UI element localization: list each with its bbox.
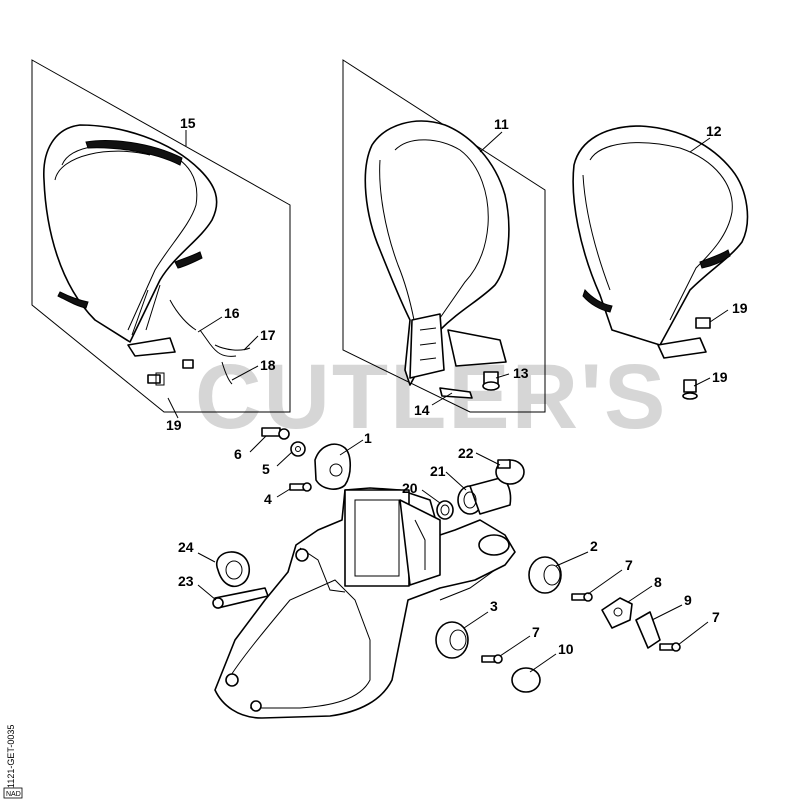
- leads-16-17-18: [199, 329, 251, 385]
- cover-1: [314, 443, 352, 490]
- ring-20: [436, 500, 454, 520]
- callout-17: 17: [260, 327, 276, 343]
- callout-7-c: 7: [712, 609, 720, 625]
- stud-23: [212, 587, 269, 609]
- handlebar-12-drawing: [572, 125, 749, 400]
- callouts: 15 11 12 16 17 18 19 19 19 13 14 1 6 5 4…: [166, 115, 748, 657]
- callout-3: 3: [490, 598, 498, 614]
- callout-10: 10: [558, 641, 574, 657]
- callout-11: 11: [494, 116, 509, 132]
- callout-19-upper-right: 19: [732, 300, 748, 316]
- drawing-code-text: 1121-GET-0035: [6, 725, 16, 788]
- buffer-3: [435, 621, 469, 659]
- panel-frame-left: [31, 59, 291, 413]
- washer-5: [290, 441, 306, 457]
- callout-6: 6: [234, 446, 242, 462]
- callout-4: 4: [264, 491, 272, 507]
- housing-assembly: [214, 487, 516, 719]
- buffer-2: [528, 556, 562, 594]
- callout-12: 12: [706, 123, 722, 139]
- drawing-code-box: [3, 787, 23, 799]
- callout-7-a: 7: [625, 557, 633, 573]
- callout-23: 23: [178, 573, 194, 589]
- callout-18: 18: [260, 357, 276, 373]
- clamp-22: [495, 459, 525, 485]
- screw-7-a: [571, 592, 593, 602]
- callout-15: 15: [180, 115, 196, 131]
- screws-19-left: [147, 359, 194, 386]
- panel-frame-center: [342, 59, 546, 413]
- callout-21: 21: [430, 463, 446, 479]
- callout-9: 9: [684, 592, 692, 608]
- callout-22: 22: [458, 445, 474, 461]
- screw-7-c: [659, 642, 681, 652]
- plate-9: [635, 611, 661, 649]
- callout-16: 16: [224, 305, 240, 321]
- callout-1: 1: [364, 430, 372, 446]
- handlebar-11-drawing: [364, 120, 510, 386]
- callout-19-lower-right: 19: [712, 369, 728, 385]
- callout-14: 14: [414, 402, 430, 418]
- handlebar-15-drawing: [43, 124, 218, 357]
- callout-7-b: 7: [532, 624, 540, 640]
- callout-2: 2: [590, 538, 598, 554]
- callout-20: 20: [402, 480, 418, 496]
- callout-8: 8: [654, 574, 662, 590]
- callout-5: 5: [262, 461, 270, 477]
- screw-13: [482, 371, 500, 391]
- bracket-8: [601, 597, 633, 629]
- screw-7-b: [481, 654, 503, 664]
- screw-6: [261, 427, 290, 440]
- gasket-24: [215, 551, 251, 588]
- callout-13: 13: [513, 365, 529, 381]
- panel-handlebar-15: [31, 59, 291, 413]
- plug-10: [511, 667, 541, 693]
- drawing-code: 1121-GET-0035 NAD: [3, 725, 23, 799]
- callout-19-left: 19: [166, 417, 182, 433]
- drawing-code-suffix: NAD: [6, 791, 21, 798]
- bellows-21: [457, 477, 512, 515]
- callout-24: 24: [178, 539, 194, 555]
- leader-lines: [167, 130, 729, 673]
- pin-4: [289, 482, 312, 492]
